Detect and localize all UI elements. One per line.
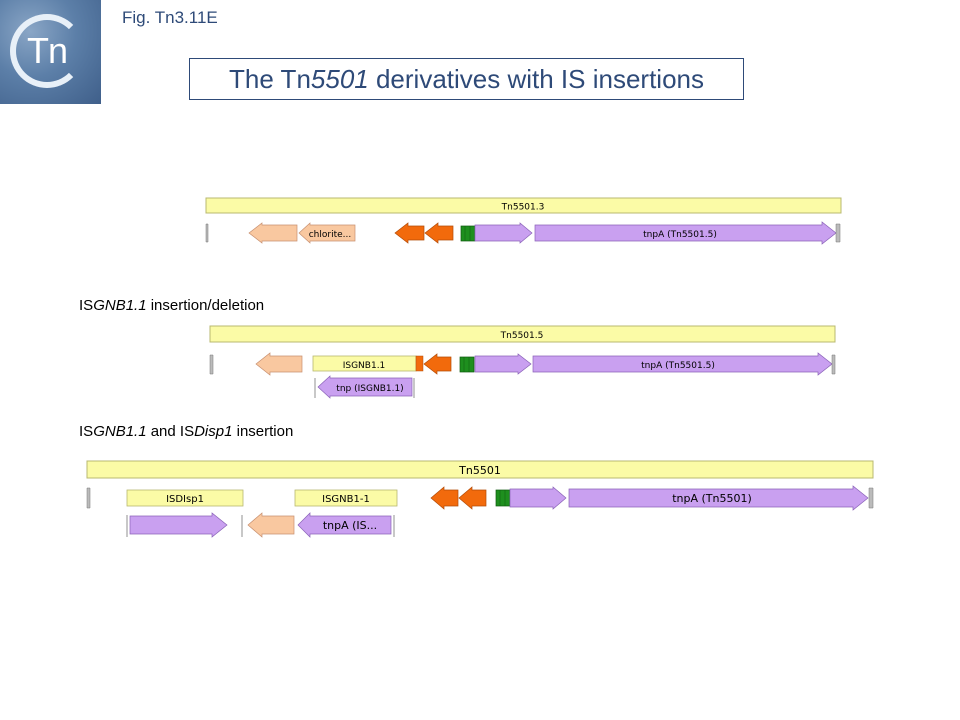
chlorite-gene-label: chlorite... (309, 230, 352, 240)
orange-gene-arrow-1 (394, 222, 425, 244)
right-end-marker (831, 354, 836, 375)
orange-gene-arrow (423, 353, 452, 375)
element-bar (205, 197, 842, 214)
figure-label: Fig. Tn3.11E (122, 8, 218, 27)
tnpa-tn5501-label: tnpA (Tn5501) (672, 492, 752, 505)
tn-logo: Tn (0, 0, 101, 104)
peach-gene-arrow (248, 222, 298, 244)
section-label-part: GNB1.1 (93, 423, 147, 440)
element-bar-label: Tn5501 (458, 464, 501, 477)
tnpa-tn5501-5-label: tnpA (Tn5501.5) (643, 230, 717, 240)
isgnb1-1-bar (294, 489, 398, 507)
tnpa-is-arrow (297, 512, 392, 538)
map-tn5501-5: Tn5501.5 ISGNB1.1 tnpA (Tn5501.5) tnp (I… (209, 325, 836, 399)
section-label-part: insertion (232, 423, 294, 440)
section-label-part: IS (79, 297, 94, 314)
map-tn5501: Tn5501 ISDIsp1 ISGNB1-1 tnpA (Tn5501) tn… (86, 460, 874, 538)
tnpa-tn5501-5-arrow (534, 221, 837, 245)
orange-gene-arrow-1 (430, 486, 459, 510)
green-site (459, 356, 475, 373)
left-end-marker (205, 223, 209, 243)
green-site (495, 489, 511, 507)
tnpa-tn5501-5-label: tnpA (Tn5501.5) (641, 361, 715, 371)
section-label-part: IS (79, 423, 94, 440)
orange-gene-arrow-2 (458, 486, 487, 510)
left-end-marker (209, 354, 214, 375)
peach-gene-arrow (247, 512, 295, 538)
isgnb1-1-label: ISGNB1-1 (322, 494, 370, 505)
section-label-part: insertion/deletion (146, 297, 265, 314)
title-italic: 5501 (310, 63, 369, 94)
element-bar (86, 460, 874, 479)
title-suffix: derivatives with IS insertions (368, 63, 704, 94)
tnpa-tn5501-arrow (568, 485, 869, 511)
left-end-marker (86, 487, 91, 509)
right-end-marker (868, 487, 874, 509)
peach-gene-arrow (255, 352, 303, 376)
section-label-part: and IS (146, 423, 195, 440)
logo-text: Tn (27, 30, 68, 71)
lilac-gene-arrow (474, 353, 532, 375)
tnp-isgnb1-1-label: tnp (ISGNB1.1) (336, 384, 403, 394)
orange-fragment (415, 355, 424, 372)
chlorite-gene-arrow (298, 222, 356, 244)
orange-gene-arrow-2 (424, 222, 454, 244)
isdisp1-label: ISDIsp1 (166, 494, 204, 505)
section-label-part: Disp1 (194, 423, 233, 440)
isgnb1-1-label: ISGNB1.1 (343, 361, 386, 371)
title-prefix: The Tn (229, 63, 311, 94)
logo-ring-icon (10, 14, 84, 88)
lilac-gene-arrow (509, 486, 567, 510)
section-label-part: GNB1.1 (93, 297, 147, 314)
tnpa-tn5501-5-arrow (532, 352, 833, 376)
right-end-marker (835, 223, 841, 243)
element-bar-label: Tn5501.5 (500, 331, 544, 341)
section-label-isgnb1-deletion: ISGNB1.1 insertion/deletion (79, 297, 264, 314)
isdisp1-tnp-arrow (129, 512, 228, 538)
green-site (460, 225, 476, 242)
lilac-gene-arrow (474, 222, 533, 244)
element-bar (209, 325, 836, 343)
tnp-isgnb1-1-arrow (317, 375, 413, 399)
isdisp1-bar (126, 489, 244, 507)
tnpa-is-label: tnpA (IS... (323, 519, 377, 532)
map-tn5501-3: Tn5501.3 chlorite... tnpA (Tn5501.5) (205, 197, 842, 245)
element-bar-label: Tn5501.3 (501, 203, 545, 213)
section-label-isgnb1-isdisp1-insertion: ISGNB1.1 and ISDisp1 insertion (79, 423, 293, 440)
